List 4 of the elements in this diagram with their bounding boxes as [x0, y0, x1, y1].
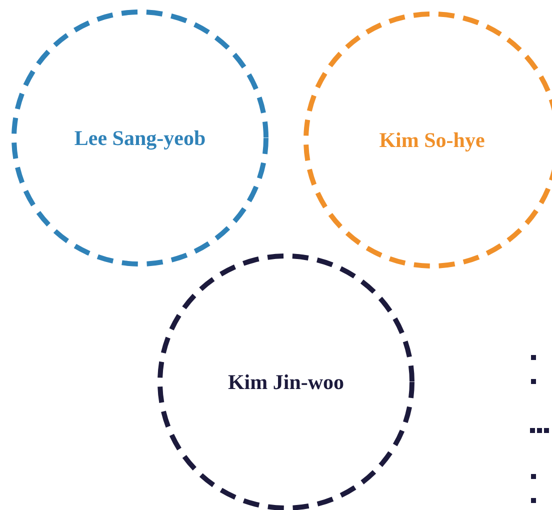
name-label: Kim Jin-woo: [228, 370, 344, 394]
dashed-circle: [11, 9, 269, 267]
name-label: Kim So-hye: [379, 128, 485, 152]
name-label: Lee Sang-yeob: [74, 126, 206, 150]
